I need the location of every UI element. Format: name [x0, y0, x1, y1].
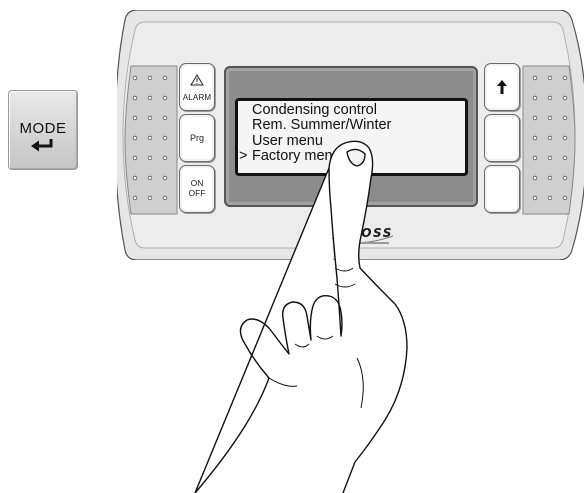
- alarm-label: ALARM: [183, 93, 212, 102]
- down-button[interactable]: [484, 165, 520, 213]
- warning-triangle-icon: [190, 74, 204, 86]
- alarm-button[interactable]: ALARM: [179, 63, 215, 111]
- mode-enter-key[interactable]: MODE: [8, 90, 78, 170]
- mode-label: MODE: [9, 120, 77, 137]
- pointing-hand-illustration: [185, 108, 415, 493]
- enter-button[interactable]: [484, 114, 520, 162]
- enter-arrow-icon: [29, 138, 57, 152]
- up-button[interactable]: [484, 63, 520, 111]
- up-arrow-icon: [496, 79, 508, 95]
